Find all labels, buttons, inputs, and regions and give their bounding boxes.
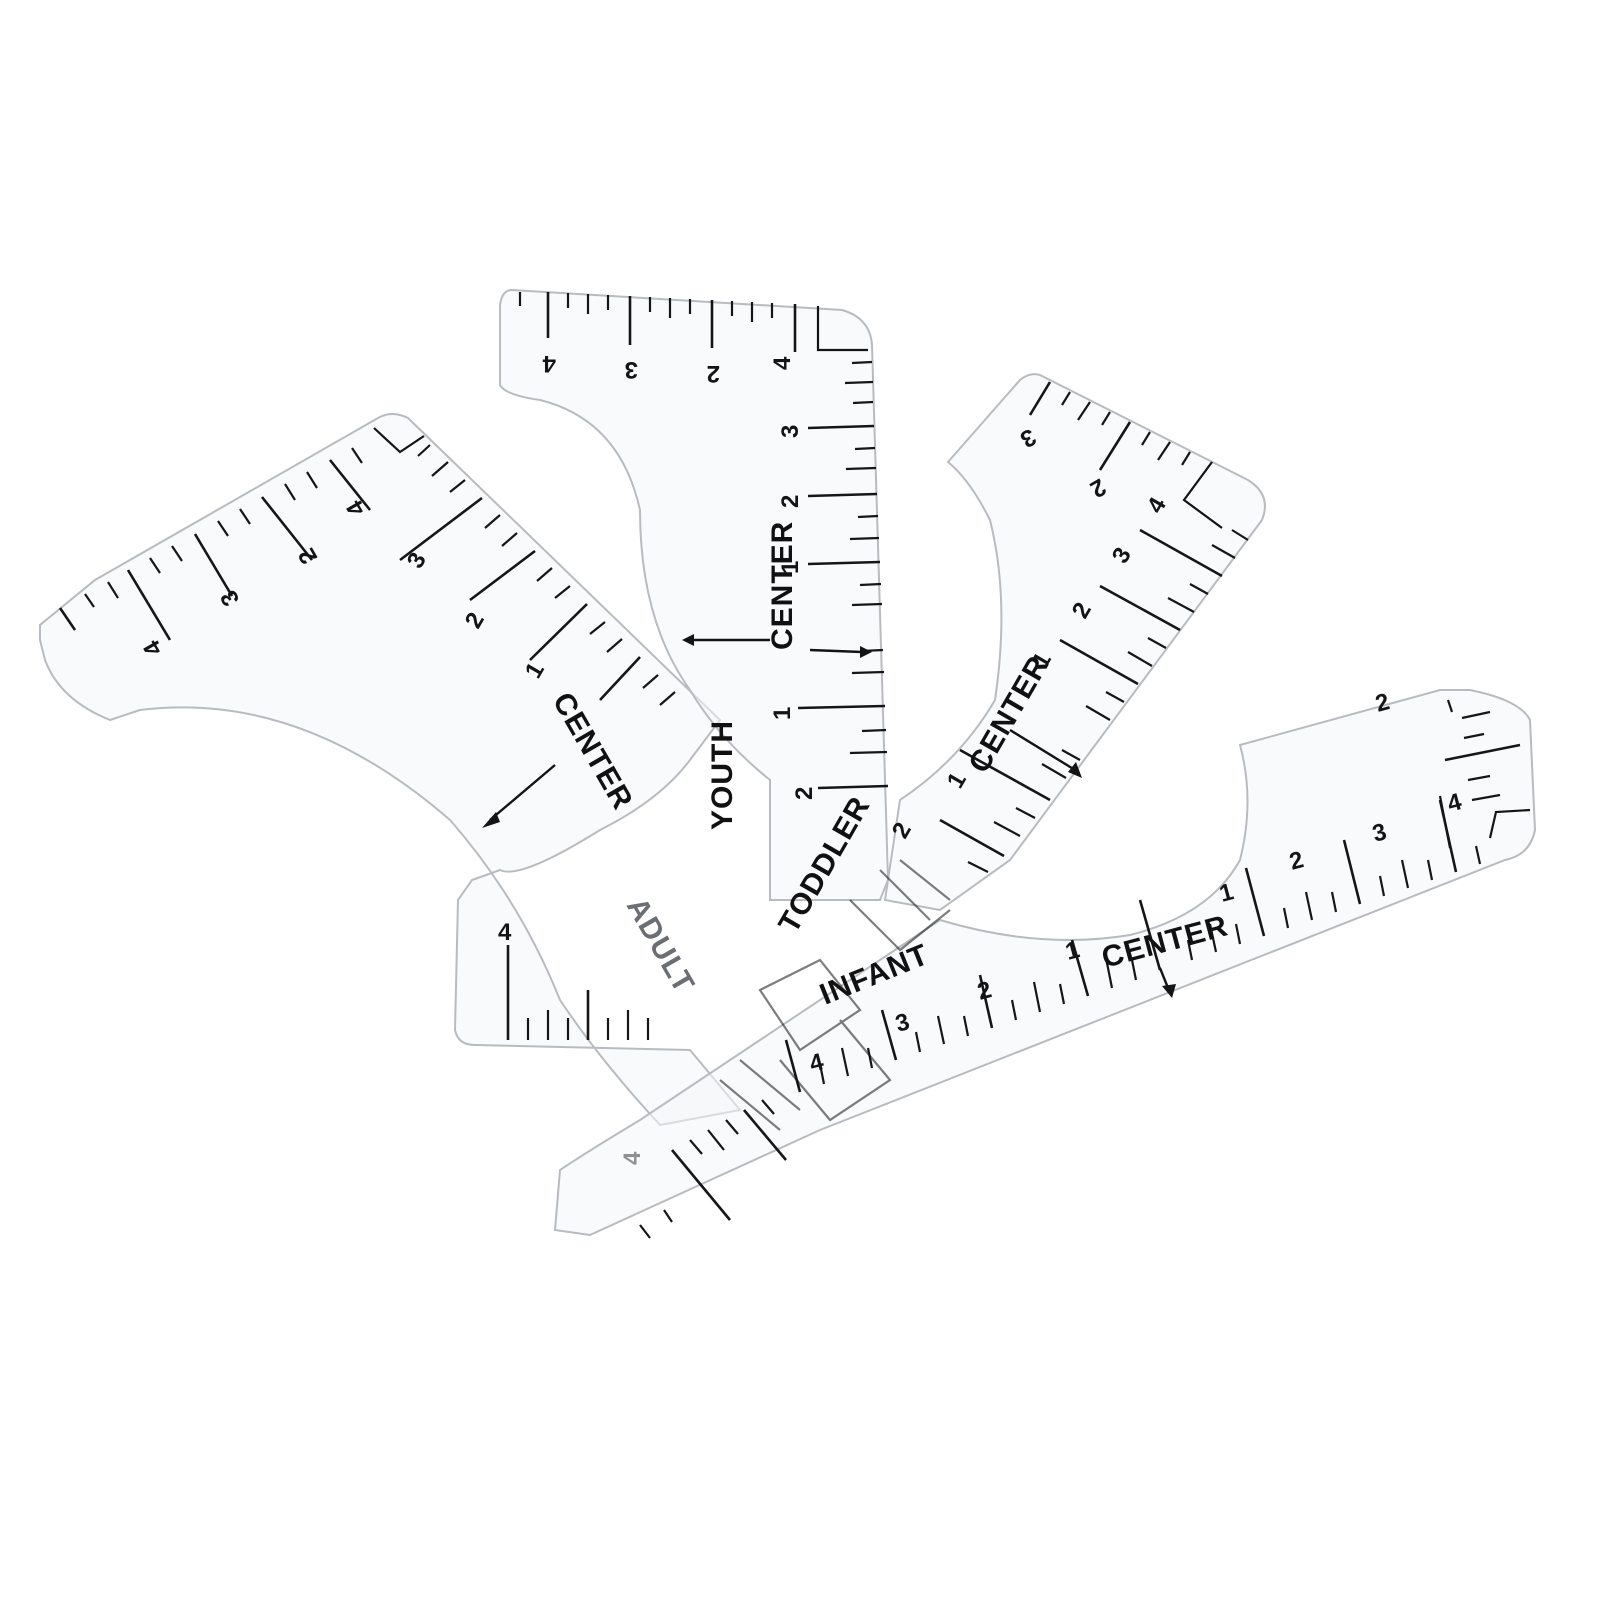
youth-num-4-side: 4 <box>769 356 796 370</box>
infant-ruler-body <box>553 689 1537 1237</box>
toddler-right-ticks <box>939 528 1249 873</box>
overlap-markings <box>719 859 951 1131</box>
youth-num-1-side: 1 <box>777 561 804 574</box>
youth-num-3-top: 3 <box>625 356 638 383</box>
adult-top-ticks <box>58 447 372 641</box>
adult-center-arrow <box>489 764 556 821</box>
youth-corner-square <box>816 306 868 352</box>
adult-bottom-ticks <box>506 945 650 1040</box>
toddler-center-arrowhead <box>1068 762 1082 778</box>
toddler-corner-square <box>1182 461 1223 529</box>
youth-center-arrowhead-right <box>860 646 872 658</box>
adult-ruler: 4 3 2 4 3 2 1 4 4 CENTER ADULT <box>39 413 742 1165</box>
adult-size-label: ADULT <box>620 892 701 999</box>
youth-center-arrow-right <box>809 648 863 654</box>
youth-num-1-lower: 1 <box>769 707 796 720</box>
adult-right-ticks <box>399 444 676 706</box>
toddler-top-ticks <box>1028 381 1191 471</box>
youth-ruler-body <box>499 288 890 901</box>
adult-center-arrowhead <box>482 812 500 828</box>
youth-num-2-lower: 2 <box>791 787 818 800</box>
infant-top-ticks <box>1444 699 1521 802</box>
infant-center-arrowhead <box>1162 984 1176 998</box>
youth-center-arrowhead-left <box>682 634 694 646</box>
adult-num-4-b: 4 <box>498 919 512 946</box>
youth-top-ticks <box>518 292 797 352</box>
infant-center-arrow <box>1158 967 1170 989</box>
youth-right-ticks <box>797 360 889 790</box>
youth-num-2-side: 2 <box>777 495 804 508</box>
infant-bottom-ticks <box>784 799 1482 1093</box>
adult-ruler-body <box>39 413 742 1127</box>
youth-num-3-side: 3 <box>777 425 804 438</box>
youth-num-4-top: 4 <box>542 350 556 377</box>
infant-lower-left-ticks <box>639 1099 787 1239</box>
youth-ruler: 4 3 2 4 3 2 1 1 2 CENTER YOUTH <box>499 288 890 901</box>
toddler-ruler-body <box>883 373 1266 912</box>
youth-center-label: CENTER <box>766 521 799 650</box>
youth-size-label: YOUTH <box>706 720 739 830</box>
toddler-center-arrow <box>1009 728 1076 772</box>
adult-corner-square <box>373 427 425 454</box>
youth-num-2-top: 2 <box>707 360 720 387</box>
